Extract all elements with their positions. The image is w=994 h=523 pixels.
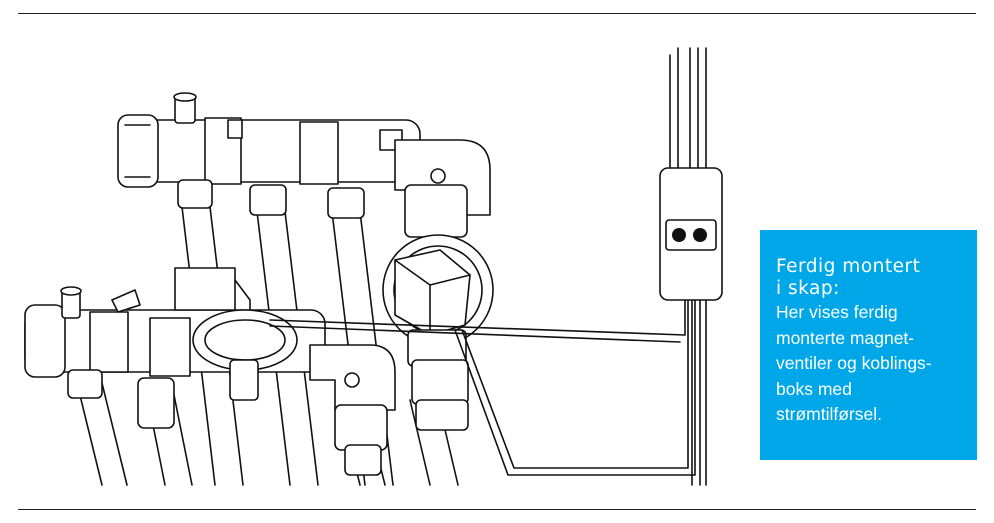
info-callout: Ferdig montert i skap: Her vises ferdig … <box>760 230 977 460</box>
lower-manifold <box>24 267 396 476</box>
junction-box-socket-left <box>672 228 686 242</box>
power-cables <box>269 47 707 486</box>
junction-box-socket-right <box>693 228 707 242</box>
junction-box <box>659 167 723 301</box>
bottom-rule <box>18 509 976 510</box>
top-rule <box>18 13 976 14</box>
upper-manifold <box>117 92 491 238</box>
callout-body: Her vises ferdig monterte magnet- ventil… <box>776 302 932 424</box>
solenoid-valve-upper <box>382 234 494 431</box>
callout-title: Ferdig montert i skap: <box>776 256 921 299</box>
